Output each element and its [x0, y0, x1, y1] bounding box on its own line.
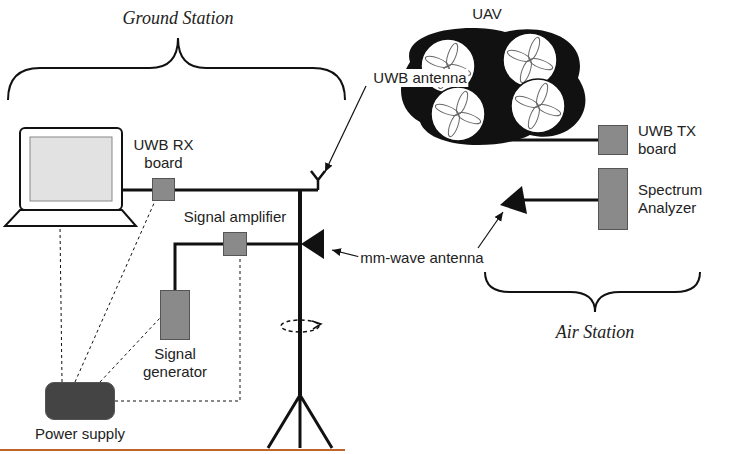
group-title: Ground Station [121, 9, 236, 27]
rotor [503, 33, 557, 87]
generator-box: Signal generator [160, 290, 190, 340]
box-label: Signal generator [139, 345, 211, 381]
air-mmwave-antenna [500, 186, 527, 214]
box-shape [598, 168, 628, 230]
tx-board: UWB TX board [598, 125, 628, 155]
sa-wire [524, 199, 598, 202]
laptop-base [5, 210, 136, 226]
box-shape [152, 178, 175, 201]
propeller-blade [537, 102, 562, 118]
box-label: Signal amplifier [184, 208, 287, 226]
box-label: Spectrum Analyzer [638, 181, 718, 217]
rx-board: UWB RX board [152, 178, 175, 201]
leader-arrow [325, 86, 366, 172]
laptop-display [30, 137, 112, 201]
propeller-blade [514, 94, 539, 110]
propeller-blade [526, 105, 542, 130]
box-label: Power supply [35, 425, 125, 443]
air-brace [485, 272, 700, 312]
box-label: UWB TX board [638, 122, 700, 158]
propeller-blade [457, 110, 482, 126]
leader-arrow [332, 250, 360, 257]
analyzer-box: Spectrum Analyzer [598, 168, 628, 230]
power-cable [60, 227, 62, 382]
power-supply-box: Power supply [45, 382, 115, 420]
box-shape [598, 125, 628, 155]
power-cable [75, 201, 155, 382]
propeller-blade [434, 102, 459, 118]
box-shape [160, 290, 190, 340]
box-label: UWB RX board [133, 136, 195, 172]
tripod [268, 395, 332, 448]
mast [298, 190, 302, 395]
ground-mmwave-antenna [301, 229, 324, 259]
air-uwb-antenna [501, 121, 515, 140]
rotor [511, 79, 565, 133]
propeller-blade [506, 48, 531, 64]
tx-wire [508, 139, 598, 142]
ground-uwb-antenna [311, 171, 325, 190]
vehicle-label: UAV [470, 5, 504, 23]
laptop-screen [20, 128, 122, 210]
ground-brace [8, 38, 345, 100]
antenna-label: mm-wave antenna [358, 249, 485, 267]
propeller-blade [424, 54, 449, 70]
ground-line [0, 449, 345, 451]
leader-arrow [472, 86, 505, 120]
group-title: Air Station [554, 323, 637, 341]
box-shape [223, 232, 247, 256]
propeller-blade [529, 56, 554, 72]
signal-cable [175, 244, 223, 290]
rotation-arrowhead [312, 321, 321, 329]
rotor [431, 87, 485, 141]
amp-wire [247, 243, 300, 246]
box-shape [45, 382, 115, 420]
amplifier-box: Signal amplifier [223, 232, 247, 256]
leader-arrow [478, 212, 503, 248]
propeller-blade [446, 113, 462, 138]
power-cable [115, 256, 240, 401]
antenna-label: UWB antenna [371, 69, 468, 87]
